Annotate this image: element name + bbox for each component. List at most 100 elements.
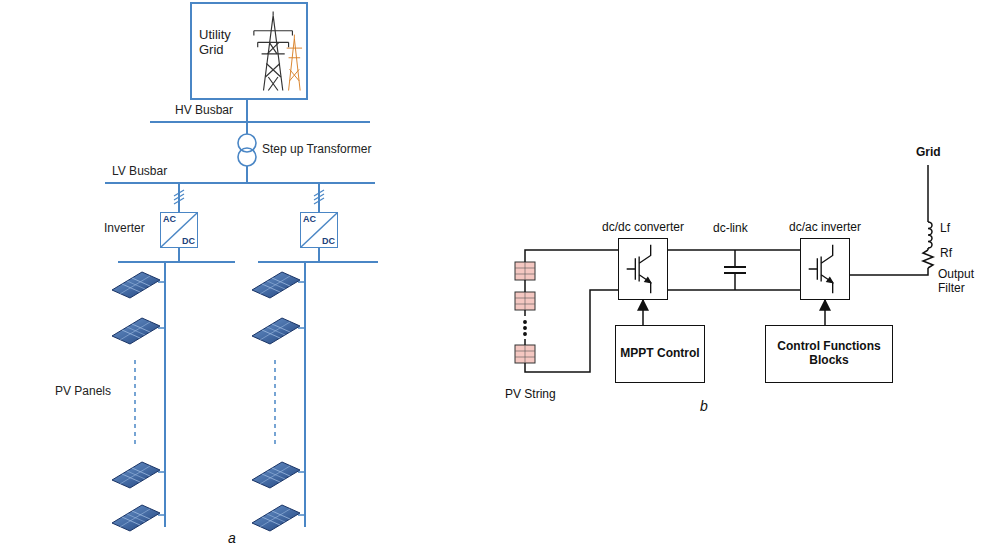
control-box: Control Functions Blocks bbox=[765, 325, 893, 383]
output-filter bbox=[850, 268, 928, 275]
pv-string bbox=[524, 280, 526, 292]
busbar-wiring bbox=[238, 148, 256, 166]
converter-diagonal bbox=[301, 213, 337, 247]
control-box: MPPT Control bbox=[615, 325, 705, 383]
busbar-wiring bbox=[134, 360, 136, 448]
pv-string bbox=[524, 321, 526, 323]
busbar-wiring bbox=[298, 471, 305, 473]
busbar-wiring bbox=[238, 134, 256, 152]
igbt-symbol bbox=[638, 256, 639, 281]
busbar-wiring bbox=[174, 190, 184, 196]
pylon-icon bbox=[290, 69, 300, 81]
pv-string bbox=[515, 250, 618, 372]
busbar-wiring bbox=[298, 514, 305, 516]
inductor-label: Lf bbox=[940, 222, 950, 236]
pv-string bbox=[524, 310, 526, 316]
dc-link-wiring bbox=[668, 250, 800, 290]
busbar-wiring bbox=[158, 327, 165, 329]
busbar-wiring bbox=[298, 281, 305, 283]
inverter-box: AC DC bbox=[300, 212, 338, 248]
busbar-wiring bbox=[158, 471, 165, 473]
busbar-wiring bbox=[314, 190, 324, 196]
pv-panel-array bbox=[112, 505, 160, 531]
busbar-wiring bbox=[118, 261, 235, 263]
busbar-wiring bbox=[158, 282, 305, 515]
dc-link-wire bbox=[668, 249, 800, 251]
inverter-label: Inverter bbox=[104, 222, 145, 236]
converter-diagonal bbox=[161, 213, 197, 247]
pv-string bbox=[515, 292, 535, 310]
pv-panel-array bbox=[252, 505, 300, 531]
filter-label: Output Filter bbox=[938, 268, 982, 296]
dc-link-wiring bbox=[724, 266, 746, 268]
output-filter bbox=[923, 250, 933, 268]
igbt-symbol bbox=[821, 245, 833, 263]
pv-panel-array bbox=[112, 318, 160, 344]
transformer-label: Step up Transformer bbox=[262, 143, 371, 157]
subfigure-letter: a bbox=[228, 530, 236, 546]
pv-string bbox=[515, 262, 535, 280]
pv-panel-array bbox=[112, 272, 300, 531]
busbar-wiring bbox=[174, 190, 324, 204]
igbt-symbol bbox=[627, 245, 651, 293]
resistor-label: Rf bbox=[940, 247, 952, 261]
dc-link-wiring bbox=[734, 250, 736, 267]
dc-link-wiring bbox=[734, 273, 736, 290]
pylon-icon bbox=[264, 15, 283, 90]
pylon-icon bbox=[254, 31, 293, 54]
converter-heading: dc/dc converter bbox=[601, 221, 685, 235]
igbt-symbol bbox=[639, 275, 651, 293]
pv-string bbox=[524, 333, 526, 335]
pylon-icon bbox=[287, 48, 302, 58]
panel-label: PV Panels bbox=[55, 385, 111, 399]
pylon-icon bbox=[250, 9, 304, 93]
pv-panel-array bbox=[112, 462, 160, 488]
string-label: PV String bbox=[505, 388, 556, 402]
output-filter bbox=[850, 165, 933, 275]
inverter-box: ACDC bbox=[160, 212, 198, 248]
busbar-wiring bbox=[164, 262, 166, 527]
utility-grid-box: Utility Grid bbox=[190, 2, 308, 100]
ac-label: AC bbox=[303, 214, 316, 224]
igbt-symbol bbox=[619, 239, 667, 299]
dc-label: DC bbox=[322, 236, 335, 246]
pylon-icon bbox=[273, 11, 274, 15]
dc-link-wiring bbox=[668, 289, 800, 291]
control-arrow bbox=[642, 300, 644, 325]
box-label: Utility Grid bbox=[199, 28, 249, 58]
converter-heading: dc/ac inverter bbox=[783, 221, 867, 235]
igbt-symbol bbox=[627, 258, 636, 279]
pv-string bbox=[525, 290, 618, 372]
pylon-icon bbox=[265, 42, 280, 90]
busbar-wiring bbox=[158, 514, 165, 516]
busbar-wiring bbox=[246, 100, 248, 134]
igbt-symbol bbox=[820, 256, 821, 281]
busbar-wiring bbox=[105, 182, 375, 184]
pv-string bbox=[524, 339, 526, 345]
output-filter bbox=[927, 165, 929, 222]
busbar-wiring bbox=[246, 166, 248, 183]
busbar-wiring bbox=[158, 281, 165, 283]
pylon-icon bbox=[289, 38, 301, 90]
busbar-wiring bbox=[105, 100, 378, 527]
ac-label: AC bbox=[163, 214, 176, 224]
igbt-symbol bbox=[821, 275, 833, 293]
busbar-wiring bbox=[274, 360, 276, 448]
igbt-symbol bbox=[645, 278, 651, 283]
pv-panel-array bbox=[252, 318, 300, 344]
igbt-symbol bbox=[639, 245, 651, 263]
busbar-wiring bbox=[318, 248, 320, 262]
box-label: Control Functions Blocks bbox=[766, 340, 892, 368]
busbar-wiring bbox=[150, 121, 370, 123]
pv-string bbox=[525, 250, 618, 262]
igbt-symbol bbox=[827, 278, 833, 283]
converter-box: dc/ac inverter bbox=[800, 238, 850, 300]
box-label: MPPT Control bbox=[616, 347, 703, 361]
igbt-symbol bbox=[801, 239, 849, 299]
igbt-symbol bbox=[809, 245, 833, 293]
output-filter bbox=[928, 222, 932, 248]
busbar-wiring bbox=[174, 198, 184, 204]
busbar-wiring bbox=[178, 248, 180, 262]
